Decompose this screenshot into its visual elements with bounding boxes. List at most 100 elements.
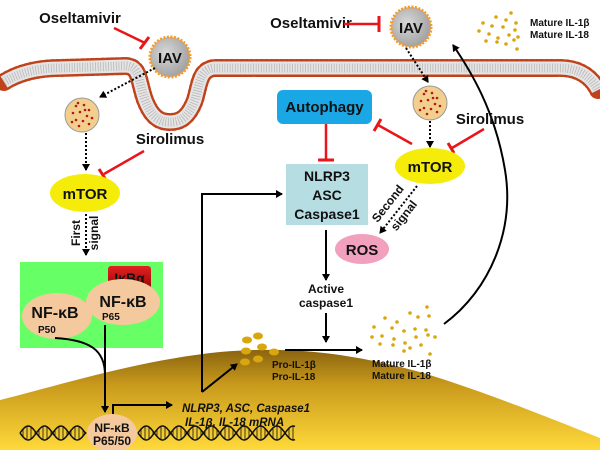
virus-particle-dot bbox=[422, 106, 426, 110]
nucleus bbox=[0, 349, 600, 450]
mature-cytokine bbox=[515, 47, 519, 51]
mature-cytokine bbox=[372, 325, 376, 329]
mature-cytokine bbox=[392, 337, 396, 341]
virus-particle-dot bbox=[85, 114, 89, 118]
mrna-to-inflammasome-arrow bbox=[201, 190, 283, 392]
virus-particle-dot bbox=[429, 107, 433, 111]
caspase1-label: Caspase1 bbox=[294, 206, 360, 222]
mature-cytokine bbox=[390, 326, 394, 330]
transcription-arrow bbox=[112, 401, 173, 414]
virus-particle-dot bbox=[83, 108, 87, 112]
nfkb-p65: NF-κB P65 bbox=[86, 279, 160, 325]
pro-cytokine bbox=[242, 336, 252, 344]
virus-particle-dot bbox=[438, 104, 442, 108]
mtor-label: mTOR bbox=[63, 186, 108, 203]
virus-particle-dot bbox=[422, 92, 426, 96]
inhibit-autophagy-to-inflammasome bbox=[318, 124, 334, 162]
virus-iav-right: IAV bbox=[389, 5, 433, 49]
mature-cytokine bbox=[370, 335, 374, 339]
virus-particle-dot bbox=[418, 108, 422, 112]
inhibit-oseltamivir-right bbox=[344, 16, 381, 32]
virus-particle-dot bbox=[424, 89, 428, 93]
virus-particle-dot bbox=[435, 110, 439, 114]
sirolimus-label: Sirolimus bbox=[136, 131, 204, 148]
first-signal-label-2: signal bbox=[87, 216, 101, 251]
mature-cytokine bbox=[413, 327, 417, 331]
active-caspase-label-2: caspase1 bbox=[299, 296, 353, 310]
first-signal-label-1: First bbox=[69, 220, 83, 246]
mature-cytokine bbox=[395, 320, 399, 324]
mature-cytokine bbox=[514, 21, 518, 25]
mature-cytokine bbox=[380, 334, 384, 338]
p65-sub-label: P65 bbox=[102, 312, 120, 323]
mature-cytokine bbox=[428, 352, 432, 356]
outside-mature-il18-label: Mature IL-18 bbox=[530, 30, 589, 41]
endosome-right bbox=[412, 85, 448, 121]
inhibit-sirolimus-left bbox=[97, 149, 145, 181]
mature-cytokine bbox=[496, 36, 500, 40]
mature-cytokine bbox=[402, 349, 406, 353]
mature-cytokine bbox=[378, 342, 382, 346]
mature-cytokine bbox=[416, 315, 420, 319]
virus-particle-dot bbox=[430, 91, 434, 95]
cell-membrane bbox=[0, 56, 600, 132]
virus-particle-dot bbox=[425, 112, 429, 116]
mature-cytokine bbox=[477, 29, 481, 33]
inflammasome-box: NLRP3 ASC Caspase1 bbox=[286, 164, 368, 225]
mature-cytokine bbox=[490, 24, 494, 28]
inhibit-oseltamivir-left bbox=[113, 26, 151, 50]
mature-cytokine bbox=[481, 21, 485, 25]
mature-cytokine bbox=[487, 32, 491, 36]
oseltamivir-label: Oseltamivir bbox=[270, 15, 352, 32]
virus-particle-dot bbox=[70, 120, 74, 124]
complex-name: NF-κB bbox=[94, 421, 130, 435]
autophagy-box: Autophagy bbox=[277, 90, 372, 124]
mature-cytokine bbox=[426, 333, 430, 337]
virus-particle-dot bbox=[82, 103, 86, 107]
mtor-left: mTOR bbox=[50, 174, 120, 212]
mtor-label-right: mTOR bbox=[408, 159, 453, 176]
mature-cytokine bbox=[504, 42, 508, 46]
virus-iav-left: IAV bbox=[148, 35, 192, 79]
iav-label: IAV bbox=[158, 50, 182, 67]
pro-il1b-label: Pro-IL-1β bbox=[272, 360, 316, 371]
pro-cytokine bbox=[241, 347, 251, 355]
pro-cytokine bbox=[253, 332, 263, 340]
virus-particle-dot bbox=[87, 122, 91, 126]
outside-mature-il1b-label: Mature IL-1β bbox=[530, 18, 589, 29]
mature-il1b-label: Mature IL-1β bbox=[372, 359, 431, 370]
virus-particle-dot bbox=[81, 119, 85, 123]
mature-cytokine bbox=[402, 329, 406, 333]
inhibit-mtor-to-autophagy bbox=[372, 118, 413, 146]
mature-cytokine bbox=[414, 335, 418, 339]
mrna-label-2: IL-1β, IL-18 mRNA bbox=[185, 417, 284, 429]
sirolimus-label-right: Sirolimus bbox=[456, 111, 524, 128]
mature-cytokine bbox=[512, 38, 516, 42]
pro-il18-label: Pro-IL-18 bbox=[272, 372, 316, 383]
virus-particle-dot bbox=[433, 102, 437, 106]
mrna-label-1: NLRP3, ASC, Caspase1 bbox=[182, 403, 310, 415]
second-signal-arrow bbox=[379, 185, 418, 234]
nlrp3-label: NLRP3 bbox=[304, 168, 350, 184]
virus-particle-dot bbox=[87, 108, 91, 112]
iav-label: IAV bbox=[399, 20, 423, 37]
virus-particle-dot bbox=[74, 104, 78, 108]
virus-particle-dot bbox=[71, 111, 75, 115]
mature-cytokine bbox=[504, 18, 508, 22]
mature-cytokine bbox=[507, 33, 511, 37]
mature-cytokine bbox=[391, 343, 395, 347]
nfkb-p50-label: NF-κB bbox=[31, 305, 78, 322]
mature-cytokine bbox=[433, 335, 437, 339]
autophagy-label: Autophagy bbox=[285, 99, 364, 116]
mature-cytokine bbox=[383, 316, 387, 320]
virus-particle-dot bbox=[78, 110, 82, 114]
nfkb-p65-label: NF-κB bbox=[99, 294, 146, 311]
nfkb-complex: NF-κB P65/50 bbox=[87, 414, 137, 450]
mature-cytokine bbox=[403, 341, 407, 345]
p50-sub-label: P50 bbox=[38, 325, 56, 336]
active-caspase-label-1: Active bbox=[308, 282, 344, 296]
mature-cytokine bbox=[495, 40, 499, 44]
nfkb-p50: NF-κB P50 bbox=[22, 293, 92, 339]
virus-particle-dot bbox=[77, 124, 81, 128]
dna-helix bbox=[19, 425, 296, 441]
